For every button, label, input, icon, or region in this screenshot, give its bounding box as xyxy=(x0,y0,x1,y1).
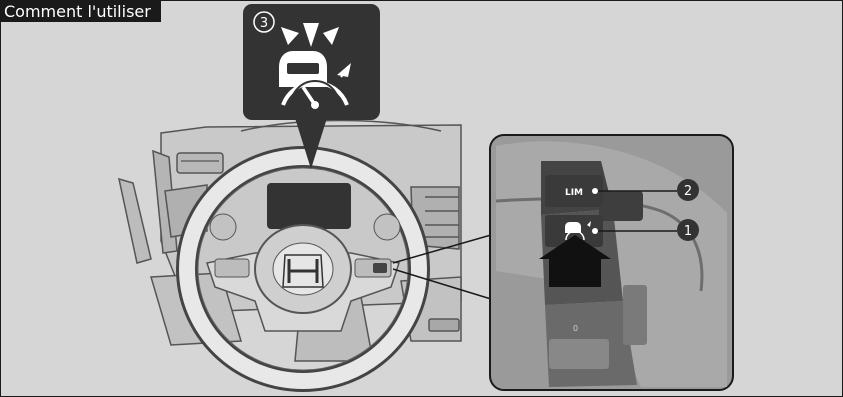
lim-step-number: 2 xyxy=(684,184,692,199)
callout-step-number: 3 xyxy=(260,16,268,31)
steering-switch-inset: 0 LIM 2 1 xyxy=(490,135,733,390)
lim-button-label: LIM xyxy=(565,188,583,198)
svg-text:0: 0 xyxy=(573,324,578,333)
instrument-display xyxy=(267,183,351,229)
cruise-step-number: 1 xyxy=(684,224,692,239)
